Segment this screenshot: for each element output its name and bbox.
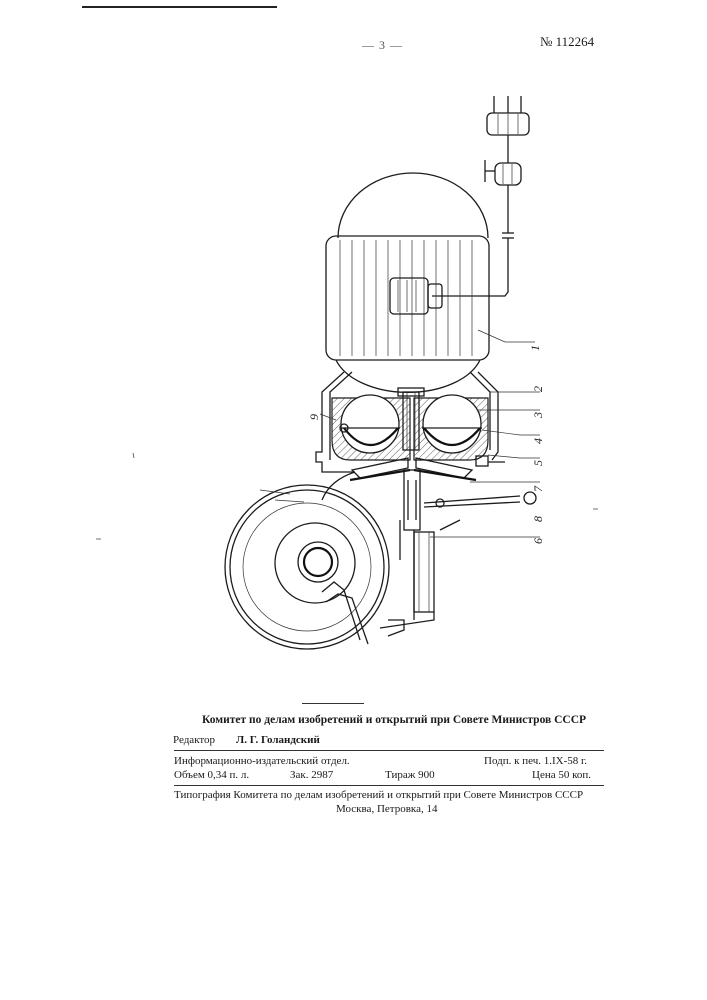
- committee-line: Комитет по делам изобретений и открытий …: [202, 714, 586, 726]
- ball-mechanism: [332, 388, 488, 460]
- motor: [326, 173, 489, 392]
- volume: Объем 0,34 п. л.: [174, 769, 249, 781]
- editor-label: Редактор: [173, 734, 215, 746]
- order-number: Зак. 2987: [290, 769, 333, 781]
- editor-name: Л. Г. Голандский: [236, 734, 320, 746]
- dept-line: Информационно-издательский отдел.: [174, 755, 350, 767]
- printer-line: Типография Комитета по делам изобретений…: [174, 789, 583, 801]
- callout-9: 9: [307, 414, 321, 420]
- print-run: Тираж 900: [385, 769, 435, 781]
- callout-8: 8: [531, 516, 545, 522]
- callout-3: 3: [531, 412, 545, 419]
- footer-divider-2: [174, 785, 604, 786]
- price: Цена 50 коп.: [532, 769, 591, 781]
- footer-divider-1: [174, 750, 604, 751]
- callout-2: 2: [531, 386, 545, 392]
- signed-date: Подп. к печ. 1.IX-58 г.: [484, 755, 587, 767]
- address-line: Москва, Петровка, 14: [336, 803, 437, 815]
- plug-and-cord: [432, 96, 529, 296]
- cable-drum: [225, 472, 404, 649]
- technical-drawing: 1 2 3 4 5 7 8 6 9: [0, 0, 707, 700]
- callout-6: 6: [531, 538, 545, 544]
- callout-1: 1: [528, 345, 542, 351]
- callout-7: 7: [531, 485, 545, 492]
- callout-4: 4: [531, 438, 545, 444]
- separator-rule: [302, 703, 364, 704]
- callout-5: 5: [531, 460, 545, 466]
